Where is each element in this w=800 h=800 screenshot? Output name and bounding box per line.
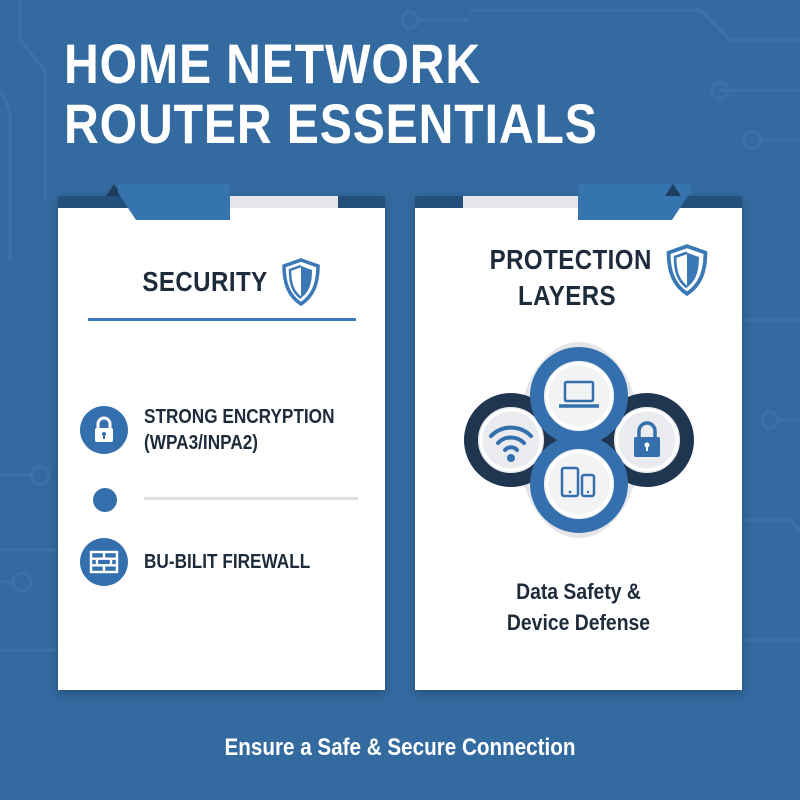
feature-strong-encryption: STRONG ENCRYPTION (WPA3/INPA2) — [80, 406, 366, 456]
title-line-2: ROUTER ESSENTIALS — [64, 92, 598, 155]
padlock-icon — [634, 421, 660, 457]
shield-icon — [282, 258, 321, 306]
card-top-bar-highlight — [463, 196, 578, 208]
security-heading-row: SECURITY — [58, 258, 385, 306]
placeholder-divider-line — [144, 497, 358, 500]
page-title: HOME NETWORK ROUTER ESSENTIALS — [64, 34, 598, 154]
mobile-devices-layer — [530, 435, 628, 533]
footer-tagline: Ensure a Safe & Secure Connection — [224, 734, 576, 761]
mobile-devices-icon — [560, 466, 596, 498]
feature-label: BU-BILIT FIREWALL — [144, 551, 311, 573]
security-card: SECURITY STRONG ENCRYPTION (WPA3/INPA2) — [58, 184, 385, 690]
laptop-icon — [559, 380, 599, 408]
protection-heading: PROTECTION LAYERS — [489, 244, 652, 311]
brick-wall-icon — [80, 538, 128, 586]
card-top-bar-highlight — [230, 196, 338, 208]
feature-firewall: BU-BILIT FIREWALL — [80, 538, 337, 586]
laptop-layer — [530, 347, 628, 445]
title-line-1: HOME NETWORK — [64, 32, 481, 95]
tab-fold — [665, 184, 681, 196]
security-heading: SECURITY — [142, 266, 268, 297]
protection-heading-row: PROTECTION LAYERS — [415, 242, 742, 322]
padlock-layer — [600, 393, 694, 487]
heading-underline — [88, 318, 356, 321]
protection-layers-diagram — [464, 342, 694, 538]
protection-caption: Data Safety & Device Defense — [506, 579, 651, 635]
card-tab — [118, 184, 230, 220]
feature-label: STRONG ENCRYPTION (WPA3/INPA2) — [144, 406, 335, 454]
bullet-dot — [93, 488, 117, 512]
wifi-layer — [464, 393, 558, 487]
shield-icon — [666, 244, 708, 296]
wifi-icon — [489, 425, 533, 452]
padlock-icon — [80, 406, 128, 454]
protection-layers-card: PROTECTION LAYERS — [415, 184, 742, 690]
